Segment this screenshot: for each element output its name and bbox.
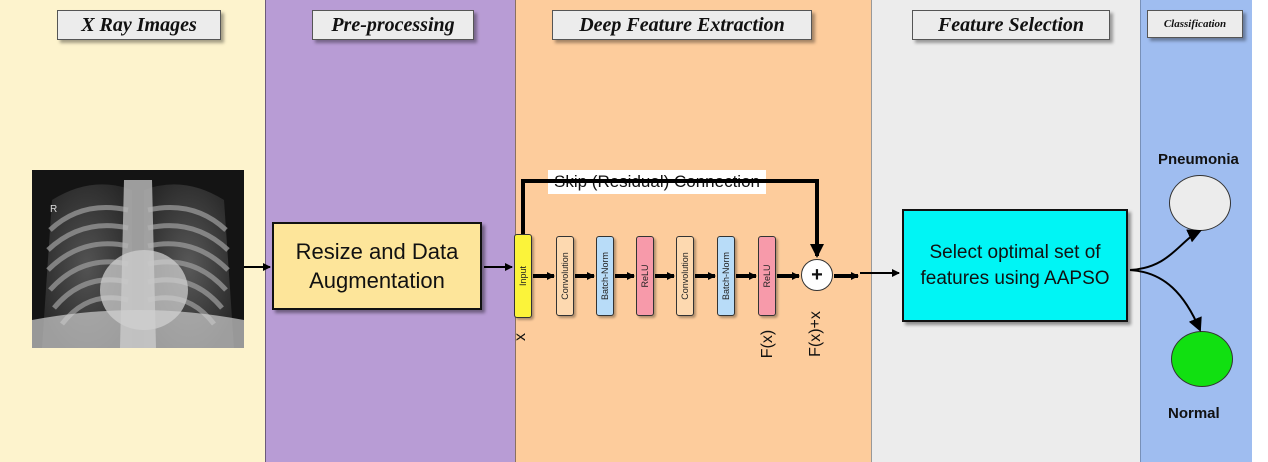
classification-header: Classification bbox=[1147, 10, 1243, 38]
normal-node bbox=[1171, 331, 1233, 387]
resize-augmentation-box: Resize and Data Augmentation bbox=[272, 222, 482, 310]
layer-relu-2: ReLU bbox=[758, 236, 776, 316]
xray-header: X Ray Images bbox=[57, 10, 221, 40]
layer-input: Input bbox=[514, 234, 532, 318]
aapso-selection-box: Select optimal set of features using AAP… bbox=[902, 209, 1128, 322]
deep-feature-header: Deep Feature Extraction bbox=[552, 10, 812, 40]
xray-side-marker: R bbox=[50, 204, 57, 215]
preprocessing-header: Pre-processing bbox=[312, 10, 474, 40]
residual-sum-node: + bbox=[801, 259, 833, 291]
deep-feature-column bbox=[515, 0, 871, 462]
layer-relu-1: ReLU bbox=[636, 236, 654, 316]
layer-batchnorm-1: Batch-Norm bbox=[596, 236, 614, 316]
feature-selection-header: Feature Selection bbox=[912, 10, 1110, 40]
layer-convolution-1: Convolution bbox=[556, 236, 574, 316]
chest-xray-image: R bbox=[32, 170, 244, 348]
layer-batchnorm-2: Batch-Norm bbox=[717, 236, 735, 316]
layer-convolution-2: Convolution bbox=[676, 236, 694, 316]
class-label-pneumonia: Pneumonia bbox=[1158, 151, 1239, 168]
class-label-normal: Normal bbox=[1168, 405, 1220, 422]
